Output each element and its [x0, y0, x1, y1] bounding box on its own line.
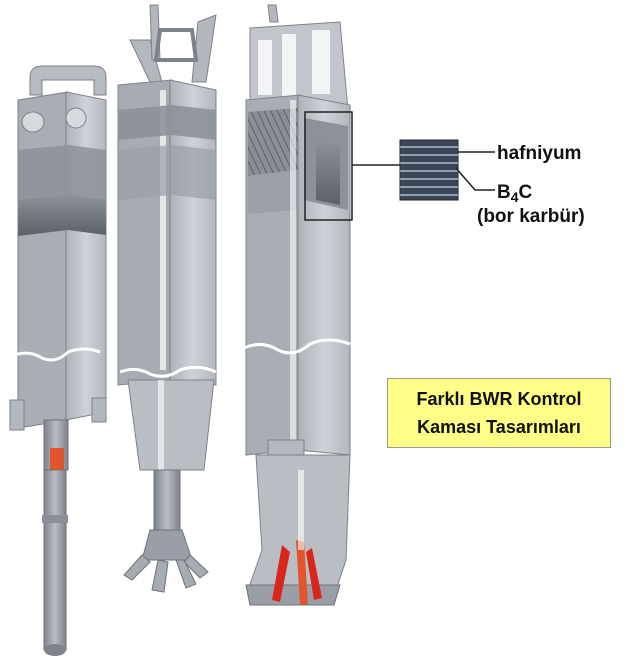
b4c-leader-line [455, 167, 495, 191]
callout-frame [304, 111, 353, 221]
control-blade-right [243, 4, 351, 606]
title-line-1: Farklı BWR Kontrol [416, 389, 582, 409]
b4c-label: B4C [497, 182, 532, 205]
control-blade-left [9, 65, 107, 656]
absorber-callout [304, 111, 495, 221]
b4c-subscript: 4 [510, 189, 519, 205]
bor-karbur-label: (bor karbür) [477, 206, 585, 227]
control-blade-middle [117, 4, 217, 593]
b4c-main: B [497, 182, 511, 203]
b4c-tail: C [518, 182, 533, 203]
hafniyum-label: hafniyum [497, 143, 582, 164]
diagram-title-box: Farklı BWR Kontrol Kaması Tasarımları [387, 378, 611, 448]
absorber-detail-icon [399, 139, 459, 201]
title-line-2: Kaması Tasarımları [417, 417, 581, 437]
